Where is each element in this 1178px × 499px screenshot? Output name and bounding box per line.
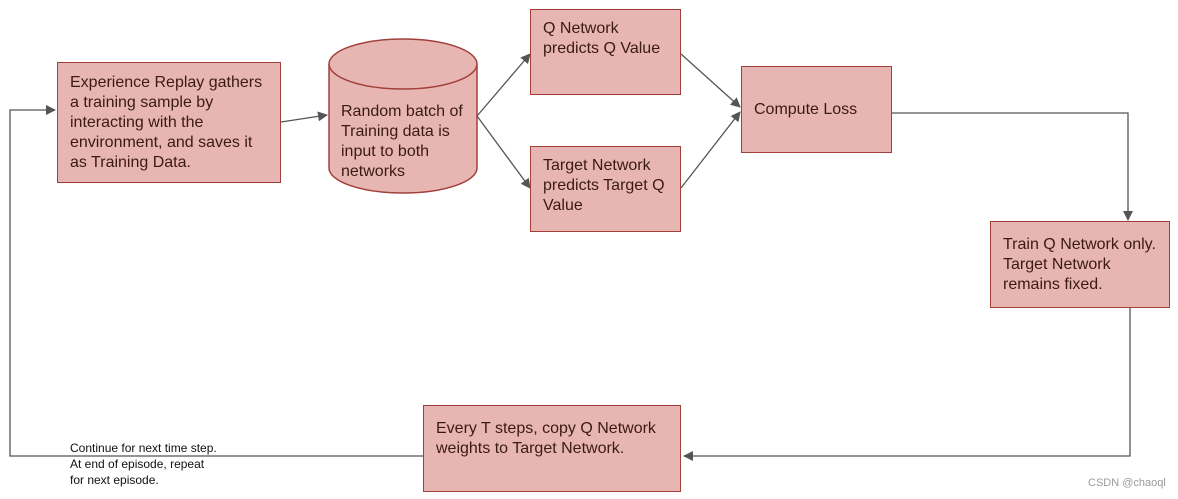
loop-note-line1: Continue for next time step.	[70, 441, 217, 455]
arrow-batch-to-q-network	[476, 53, 531, 117]
arrow-train-to-copy	[683, 308, 1131, 461]
experience-replay-label: Experience Replay gathers a training sam…	[70, 74, 263, 171]
copy-weights-label: Every T steps, copy Q Network weights to…	[436, 420, 656, 457]
random-batch-label-wrap: Random batch of Training data is input t…	[341, 102, 475, 182]
loop-note: Continue for next time step. At end of e…	[70, 440, 270, 488]
q-network-box: Q Network predicts Q Value	[530, 9, 681, 95]
train-q-network-box: Train Q Network only. Target Network rem…	[990, 221, 1170, 308]
compute-loss-label: Compute Loss	[754, 101, 858, 118]
arrow-loss-to-train	[892, 112, 1133, 221]
arrow-copy-back-to-replay	[9, 105, 423, 457]
arrow-q-network-to-loss	[680, 53, 741, 108]
loop-note-line2: At end of episode, repeat	[70, 457, 205, 471]
compute-loss-box: Compute Loss	[741, 66, 892, 153]
watermark: CSDN @chaoql	[1088, 477, 1166, 489]
arrow-target-network-to-loss	[680, 111, 741, 189]
loop-note-line3: for next episode.	[70, 473, 159, 487]
arrow-batch-to-target-network	[476, 115, 531, 189]
arrow-replay-to-batch	[280, 111, 328, 123]
copy-weights-box: Every T steps, copy Q Network weights to…	[423, 405, 681, 492]
target-network-label: Target Network predicts Target Q Value	[543, 157, 665, 214]
q-network-label: Q Network predicts Q Value	[543, 20, 661, 57]
database-cylinder	[328, 38, 478, 194]
random-batch-label: Random batch of Training data is input t…	[341, 103, 463, 180]
train-q-network-label: Train Q Network only. Target Network rem…	[1003, 236, 1156, 293]
target-network-box: Target Network predicts Target Q Value	[530, 146, 681, 232]
experience-replay-box: Experience Replay gathers a training sam…	[57, 62, 281, 183]
